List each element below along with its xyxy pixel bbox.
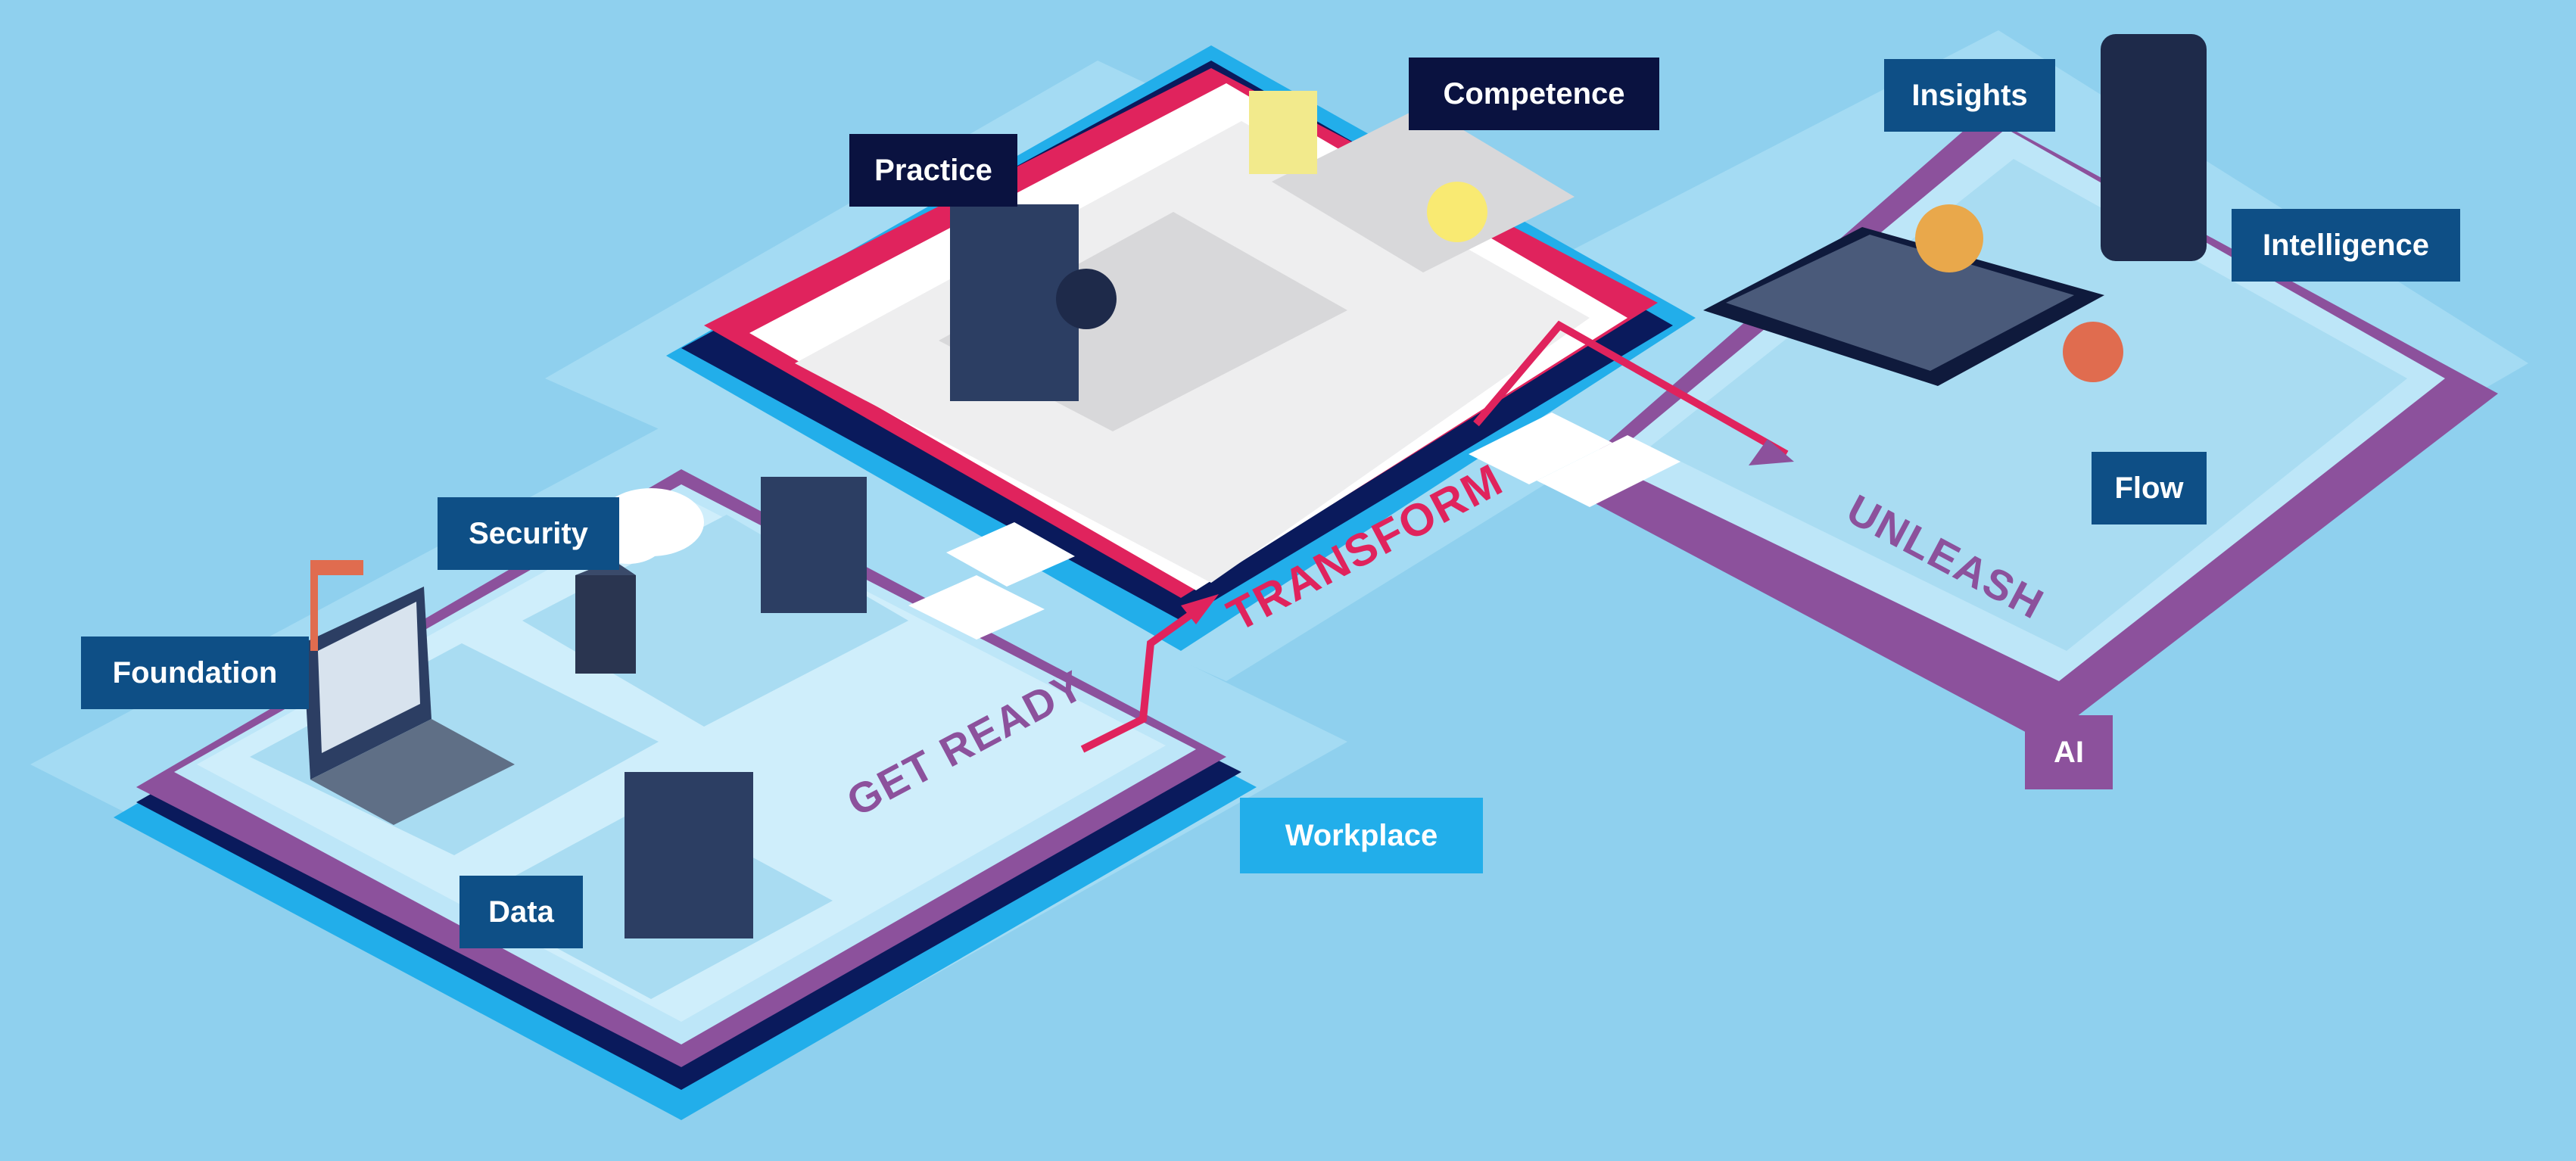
step-block [1469,412,1612,484]
gear-icon [1056,269,1117,329]
crane-icon [310,560,363,651]
server-icon [575,560,636,674]
step-block [1537,435,1680,507]
dashboard-screen-icon [761,477,867,613]
flow-label: Flow [2092,452,2207,524]
path-arrow-unleash [1749,439,1794,465]
ai-label: AI [2025,715,2113,789]
intelligence-label: Intelligence [2232,209,2460,282]
phone-icon [2101,34,2207,261]
workplace-label: Workplace [1240,798,1483,873]
step-block [908,575,1045,640]
pie-chart-icon [1915,204,1983,272]
data-label: Data [459,876,583,948]
competence-screen-icon [1249,91,1317,174]
chart-screen-icon [625,772,753,938]
step-block [946,522,1075,587]
competence-label: Competence [1409,58,1659,130]
practice-label: Practice [849,134,1017,207]
lightbulb-icon [1427,182,1487,242]
foundation-label: Foundation [81,637,309,709]
gear-icon [2063,322,2123,382]
path-arrow-transform [1181,594,1219,624]
insights-label: Insights [1884,59,2055,132]
security-label: Security [438,497,619,570]
journey-path [1080,320,1789,753]
laptop-icon [303,587,515,825]
